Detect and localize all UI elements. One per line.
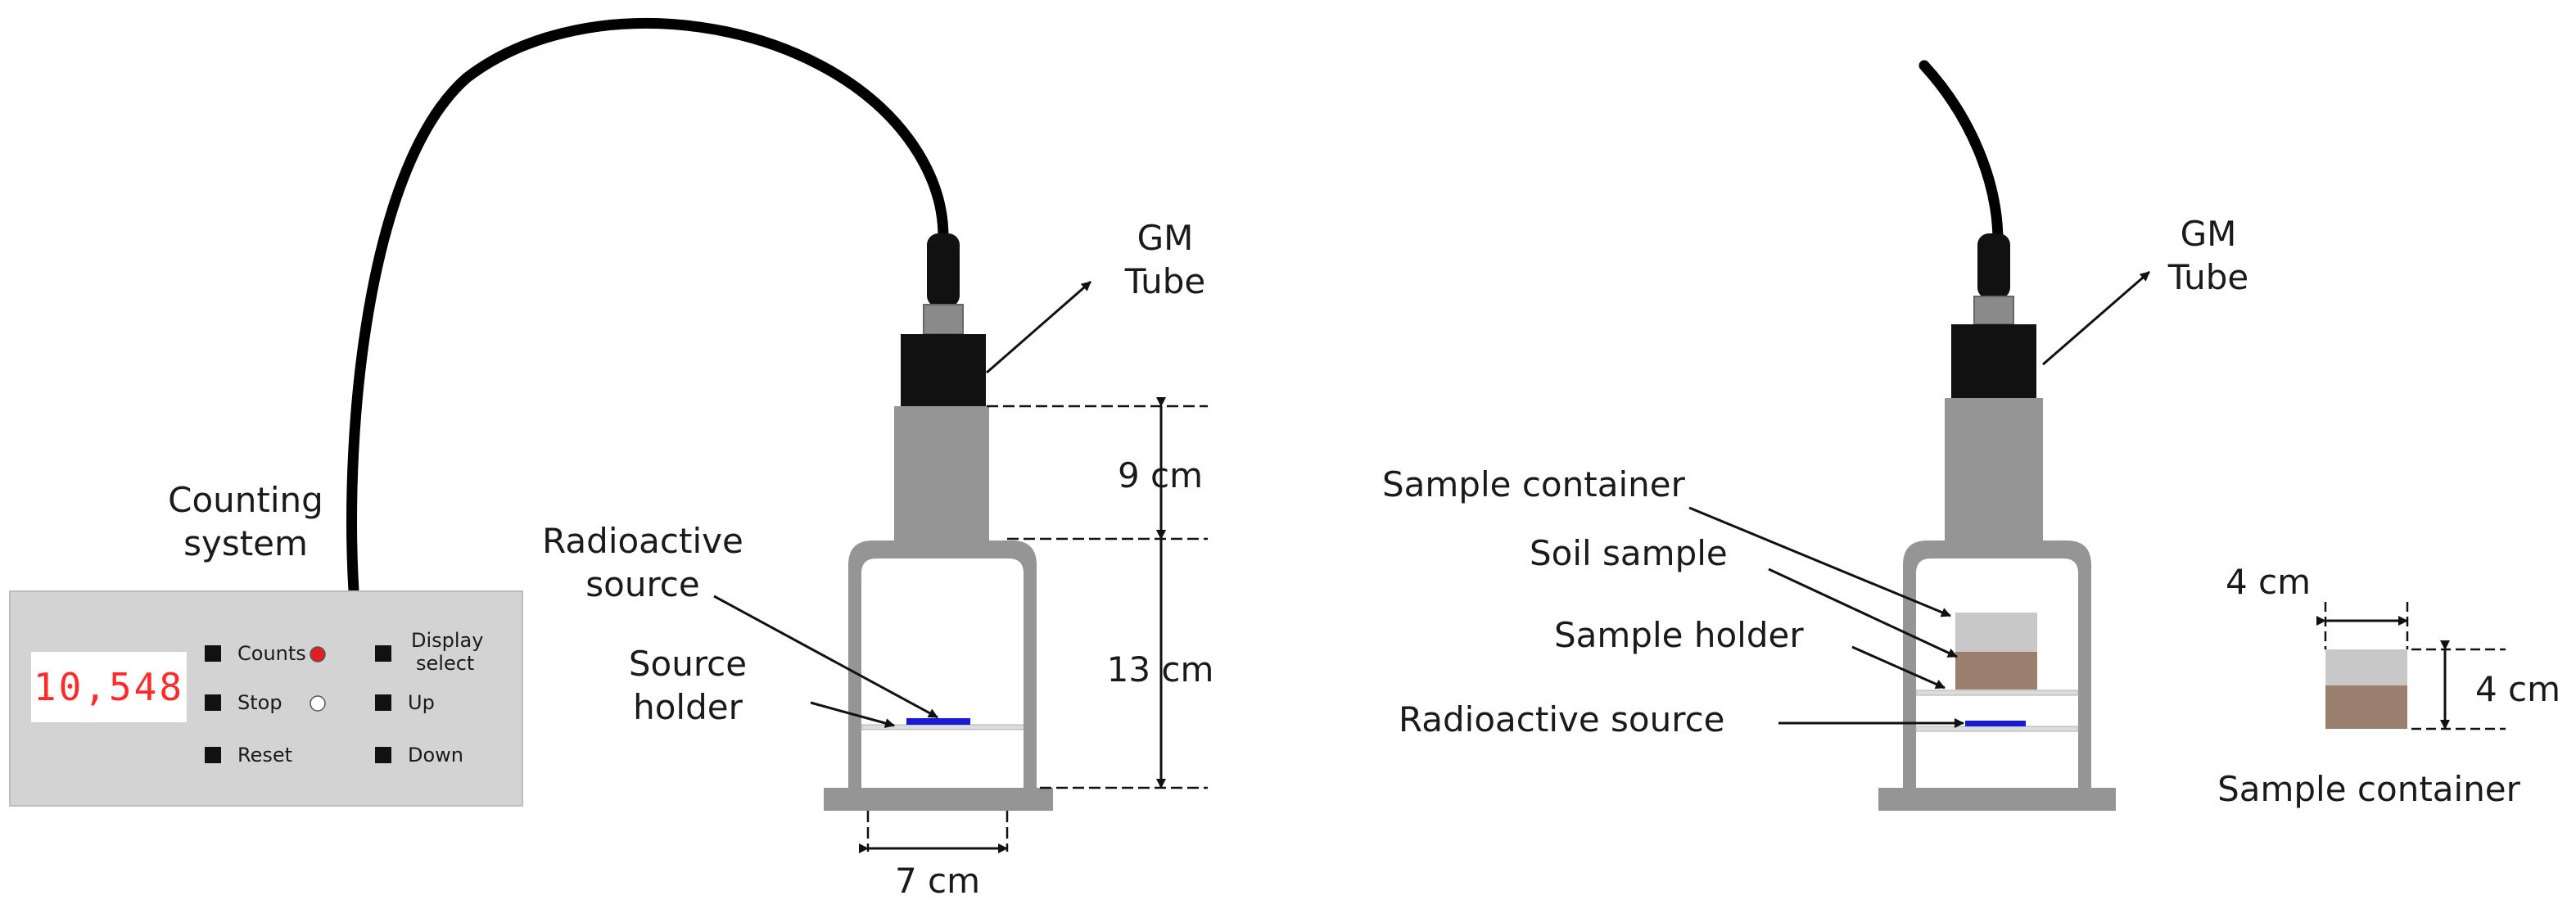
left-radioactive-source <box>906 718 970 725</box>
right-shelf-slots <box>1916 593 2078 762</box>
inset-width-label: 4 cm <box>2226 562 2311 602</box>
counting-system-label-1: Counting <box>168 480 323 520</box>
left-upper-housing <box>894 406 989 545</box>
left-dim-9cm-label: 9 cm <box>1118 455 1203 495</box>
left-holder-label-2: holder <box>633 687 743 727</box>
left-source-label-1: Radioactive <box>542 521 743 561</box>
inset-container-soil <box>2325 685 2407 729</box>
right-gm-tube <box>1951 324 2036 398</box>
left-connector-top <box>927 233 960 307</box>
inset-container-top <box>2325 649 2407 685</box>
stop-label: Stop <box>237 691 282 714</box>
inset-height-label: 4 cm <box>2475 669 2560 709</box>
left-cable <box>346 18 949 597</box>
up-label: Up <box>408 691 435 714</box>
right-sample-container-label: Sample container <box>1382 464 1686 504</box>
right-connector-ring <box>1973 296 2014 325</box>
display-select-label-1: Display <box>411 629 483 652</box>
inset-caption: Sample container <box>2217 769 2521 809</box>
reset-label: Reset <box>237 744 292 767</box>
left-holder-label-1: Source <box>629 644 747 684</box>
down-label: Down <box>408 744 463 767</box>
left-source-arrow <box>713 595 938 719</box>
counts-label: Counts <box>237 642 306 665</box>
left-holder-arrow <box>810 701 895 728</box>
left-gm-tube-label-2: Tube <box>1124 261 1205 301</box>
left-base <box>824 788 1053 811</box>
right-gm-tube-arrow <box>2042 270 2150 366</box>
counts-button[interactable] <box>205 645 221 662</box>
left-connector-ring <box>923 304 964 335</box>
right-gm-tube-label-2: Tube <box>2167 257 2248 297</box>
left-source-holder <box>861 724 1024 730</box>
down-button[interactable] <box>375 747 391 763</box>
counting-system-label-2: system <box>183 523 308 563</box>
up-button[interactable] <box>375 694 391 711</box>
right-sample-holder-arrow <box>1851 645 1946 690</box>
left-gm-tube-arrow <box>986 280 1091 374</box>
right-upper-housing <box>1945 398 2043 545</box>
left-source-label-2: source <box>585 564 699 604</box>
right-radioactive-source-label: Radioactive source <box>1399 699 1725 739</box>
right-connector-top <box>1977 233 2010 299</box>
right-soil-sample-label: Soil sample <box>1530 533 1728 573</box>
counter-display <box>31 652 187 722</box>
left-shelf-slots <box>861 593 1024 762</box>
display-select-button[interactable] <box>375 645 391 662</box>
right-gm-tube-label-1: GM <box>2181 214 2237 254</box>
right-radioactive-source <box>1965 721 2026 726</box>
right-source-shelf <box>1915 726 2079 732</box>
right-sample-holder <box>1915 690 2079 696</box>
left-dim-7cm-label: 7 cm <box>895 861 980 901</box>
left-dim-13cm-label: 13 cm <box>1107 649 1214 690</box>
right-sample-container-arrow <box>1688 506 1951 617</box>
display-select-label-2: select <box>416 652 474 675</box>
stop-led-icon <box>310 695 326 712</box>
left-lower-shield <box>848 540 1037 803</box>
stop-button[interactable] <box>205 694 221 711</box>
left-gm-tube-label-1: GM <box>1137 218 1194 258</box>
counts-led-icon <box>310 646 326 663</box>
left-gm-tube <box>901 334 986 406</box>
right-base <box>1878 788 2116 811</box>
right-soil-sample-arrow <box>1768 568 1958 658</box>
right-cable <box>1918 60 2004 247</box>
reset-button[interactable] <box>205 747 221 763</box>
right-sample-holder-label: Sample holder <box>1554 615 1804 655</box>
right-soil-sample <box>1955 652 2037 690</box>
inset-dimension-lines <box>2324 602 2506 730</box>
right-sample-container <box>1955 613 2037 652</box>
counter-display-reading: 10,548 <box>34 665 184 709</box>
